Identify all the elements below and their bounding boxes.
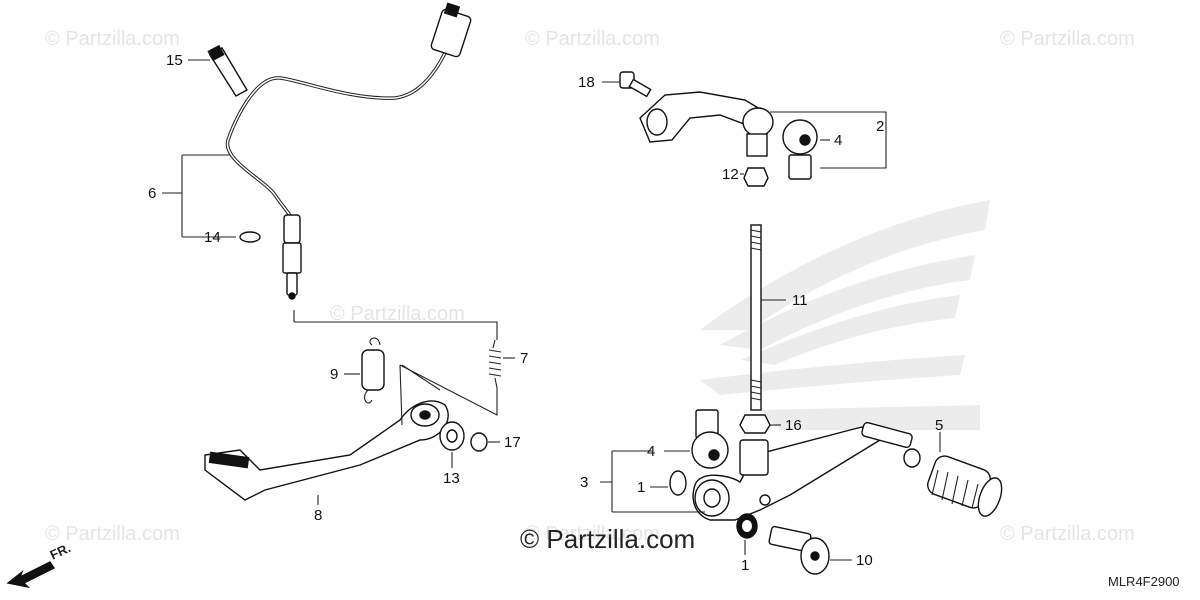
watermark: © Partzilla.com (45, 28, 180, 50)
part-ball-joint-4-lower (691, 409, 729, 469)
watermark: © Partzilla.com (330, 303, 465, 325)
callout-2: 2 (876, 118, 884, 135)
part-nut-16 (739, 414, 771, 434)
part-rod-11 (750, 224, 762, 411)
callout-labels: 15 6 14 9 7 8 13 17 18 2 4 12 11 16 5 4 … (148, 52, 943, 574)
callout-17: 17 (504, 434, 521, 451)
brand-wing-graphic (700, 200, 990, 430)
callout-7: 7 (520, 350, 528, 367)
callout-1-upper: 1 (637, 479, 645, 496)
callout-16: 16 (785, 417, 802, 434)
part-clip-17 (470, 432, 488, 452)
part-linkage-2 (639, 91, 774, 157)
watermark: © Partzilla.com (1000, 523, 1135, 545)
callout-15: 15 (166, 52, 183, 69)
part-switch-harness-6 (225, 2, 472, 300)
callout-10: 10 (856, 552, 873, 569)
part-clip-14 (239, 231, 261, 243)
part-clip-15 (207, 44, 248, 97)
watermark: © Partzilla.com (1000, 28, 1135, 50)
callout-9: 9 (330, 366, 338, 383)
part-nut-12 (743, 167, 769, 187)
watermark: © Partzilla.com (525, 28, 660, 50)
part-washer-13 (439, 421, 465, 451)
part-spring-9 (361, 337, 385, 404)
callout-11: 11 (792, 292, 808, 309)
watermark: © Partzilla.com (525, 523, 660, 545)
part-spring-7 (488, 339, 502, 389)
callout-5: 5 (935, 417, 943, 434)
callout-18: 18 (578, 74, 595, 91)
diagram-code: MLR4F2900 (1108, 574, 1180, 589)
part-shift-arm-3 (692, 421, 921, 521)
callout-13: 13 (443, 470, 460, 487)
copyright-text: © Partzilla.com (520, 524, 695, 554)
part-bolt-10 (768, 525, 830, 575)
part-bolt-18 (619, 71, 652, 98)
callout-8: 8 (314, 507, 322, 524)
callout-4-upper: 4 (834, 132, 842, 149)
part-ball-joint-4-upper (782, 119, 818, 180)
part-oring-1-upper (669, 470, 687, 496)
callout-3: 3 (580, 474, 588, 491)
front-direction-indicator: FR. (6, 540, 73, 589)
callout-14: 14 (204, 229, 221, 246)
callout-4-lower: 4 (647, 443, 655, 460)
part-brake-pedal-8 (204, 364, 449, 501)
part-rubber-5 (927, 455, 1003, 517)
callout-1-lower: 1 (741, 557, 749, 574)
watermark-layer: © Partzilla.com © Partzilla.com © Partzi… (45, 28, 1135, 545)
part-oring-1-lower (736, 513, 758, 539)
front-arrow-icon (6, 561, 56, 589)
callout-6: 6 (148, 185, 156, 202)
watermark: © Partzilla.com (45, 523, 180, 545)
callout-12: 12 (722, 166, 739, 183)
leader-lines (162, 59, 941, 561)
